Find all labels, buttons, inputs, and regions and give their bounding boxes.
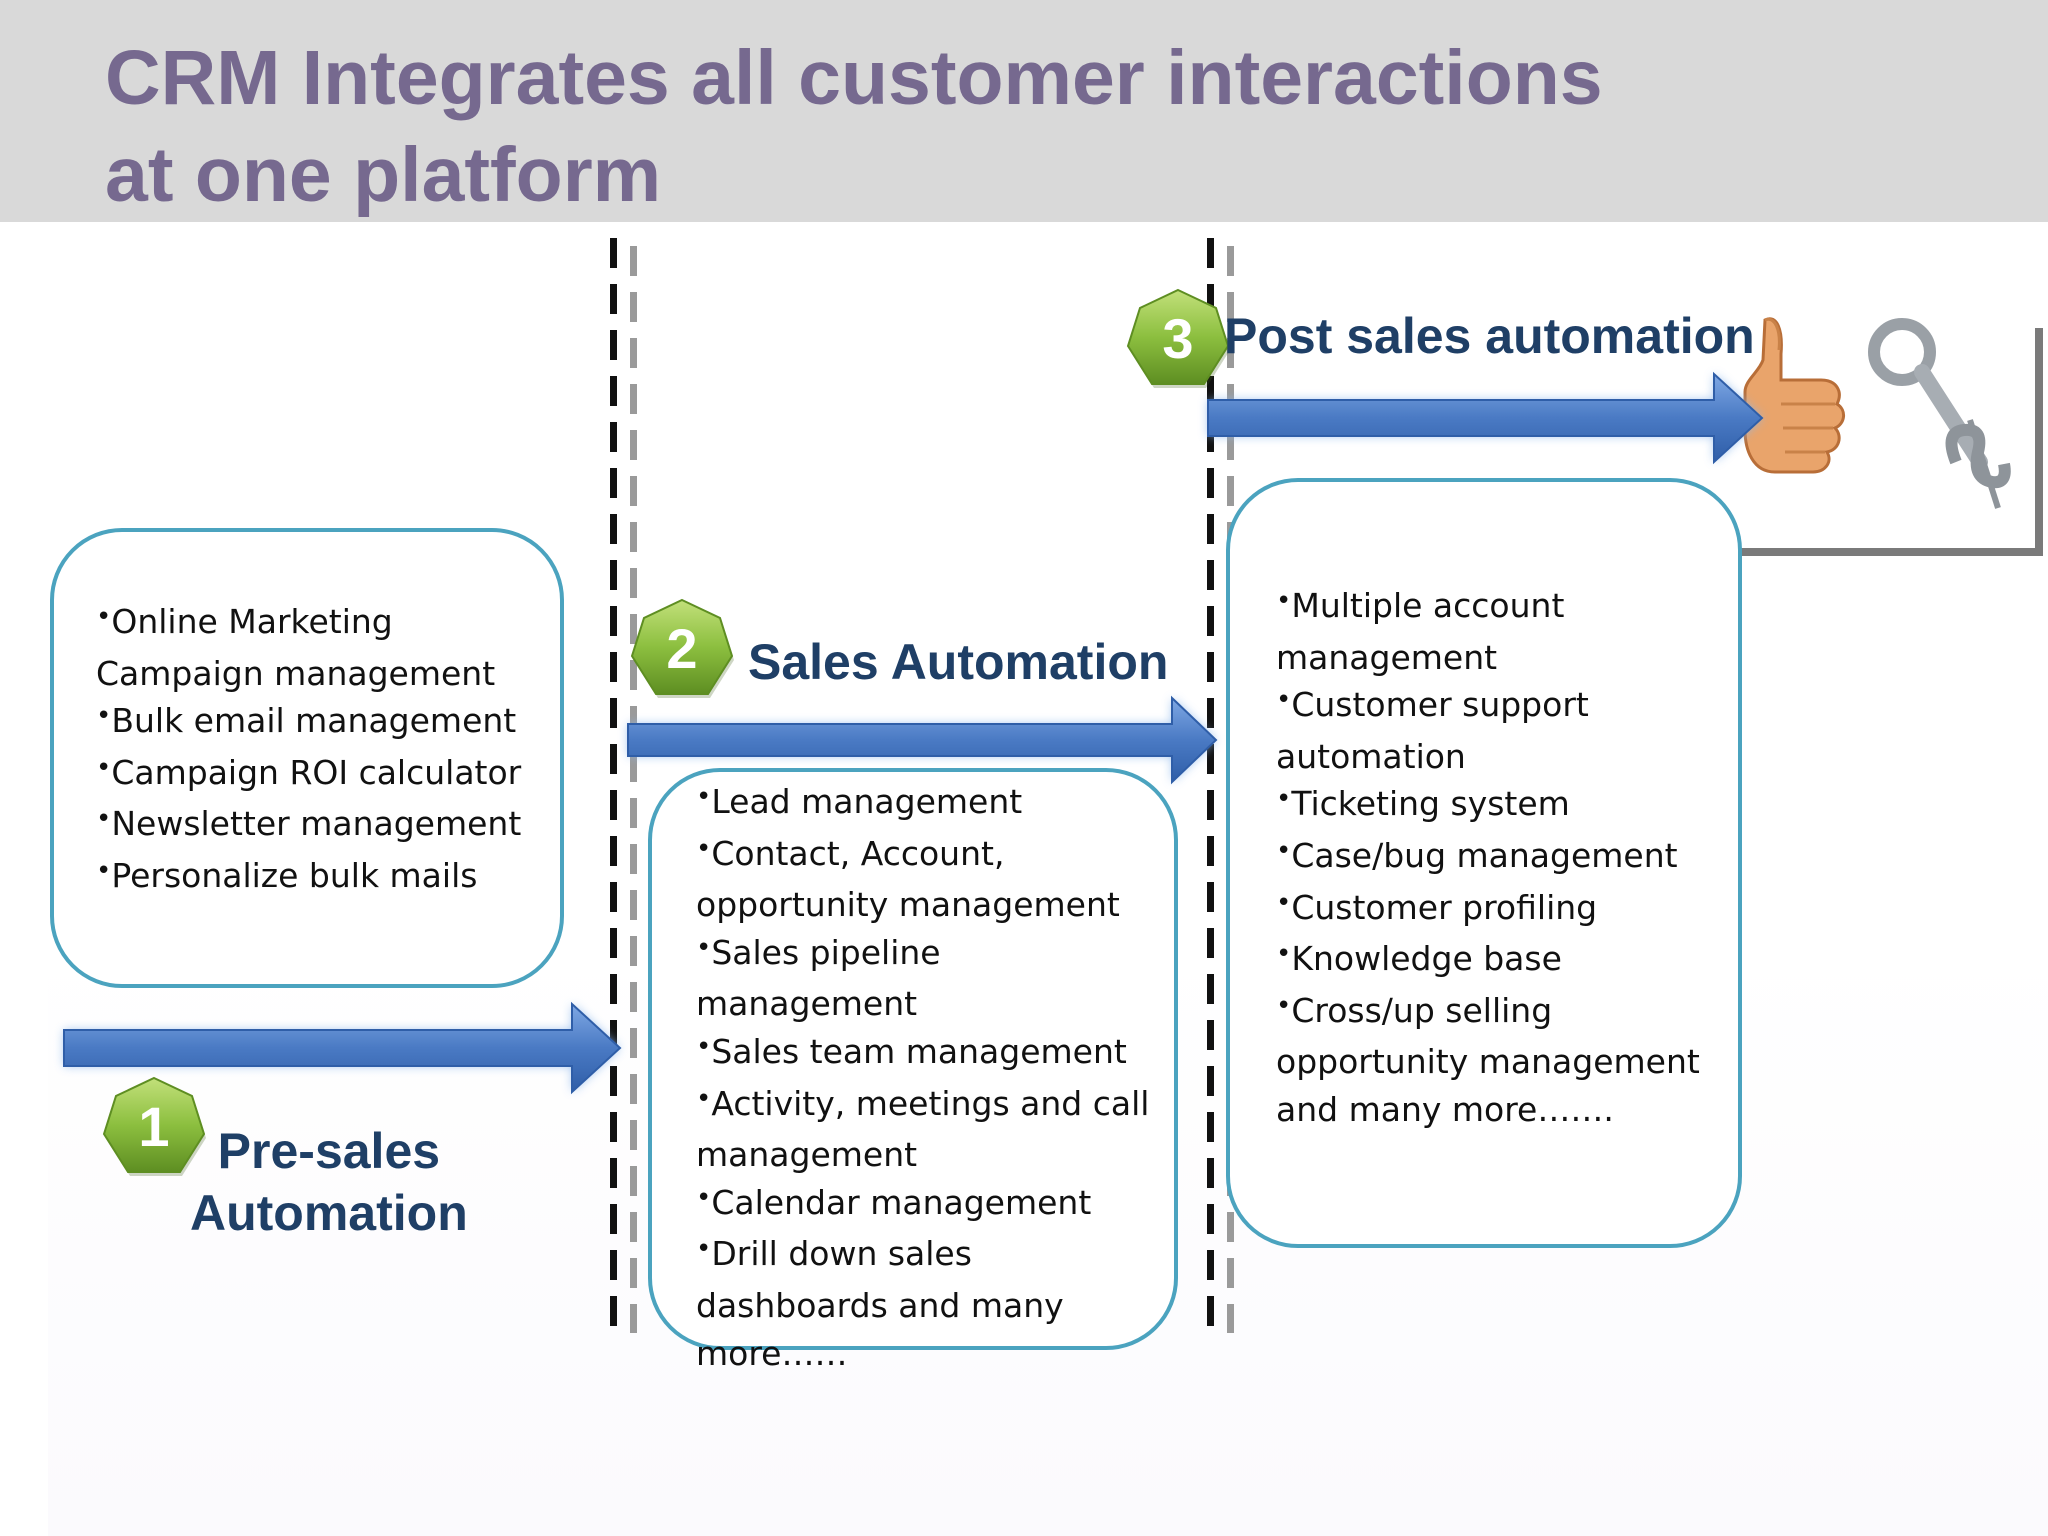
post-sales-feature-box: Multiple account management Customer sup…: [1226, 478, 1742, 1248]
list-item: Drill down sales dashboards and many mor…: [696, 1230, 1166, 1377]
divider-dash-dark: [610, 238, 617, 1333]
page-title-line-2: at one platform: [105, 132, 662, 218]
picture-frame: [1740, 328, 2043, 556]
dollar-key-icon: [1868, 318, 2011, 509]
list-item: Ticketing system: [1276, 780, 1716, 832]
list-item: Customer profiling: [1276, 884, 1716, 936]
list-item: Multiple account management: [1276, 582, 1716, 681]
list-item: Knowledge base: [1276, 935, 1716, 987]
list-item: Activity, meetings and call management: [696, 1080, 1166, 1179]
pre-sales-feature-box: Online Marketing Campaign management Bul…: [50, 528, 564, 988]
list-item: Sales team management: [696, 1028, 1166, 1080]
sales-flow-arrow: [627, 695, 1218, 785]
title-band: [0, 0, 2048, 222]
list-item: Sales pipeline management: [696, 929, 1166, 1028]
pre-sales-feature-list: Online Marketing Campaign management Bul…: [96, 598, 546, 904]
page-title: CRM Integrates all customer interactions…: [105, 30, 1603, 224]
pre-sales-flow-arrow: [63, 1001, 622, 1095]
list-item: Case/bug management: [1276, 832, 1716, 884]
pre-sales-label-line-1: Pre-sales: [217, 1123, 441, 1179]
stage-1-hexagon: 1: [102, 1076, 206, 1176]
list-item: Customer support automation: [1276, 681, 1716, 780]
stage-divider-1: [610, 238, 637, 1333]
stage-2-hexagon: 2: [630, 598, 734, 698]
stage-2-number: 2: [666, 617, 697, 680]
sales-feature-box: Lead management Contact, Account, opport…: [648, 768, 1178, 1373]
sales-feature-list: Lead management Contact, Account, opport…: [696, 778, 1166, 1377]
divider-dash-dark: [1207, 238, 1214, 1333]
list-item: Newsletter management: [96, 800, 546, 852]
list-item: Bulk email management: [96, 697, 546, 749]
list-item: Lead management: [696, 778, 1166, 830]
pre-sales-label-line-2: Automation: [190, 1185, 468, 1241]
post-sales-feature-list: Multiple account management Customer sup…: [1276, 582, 1716, 1134]
post-sales-automation-label: Post sales automation: [1224, 305, 1755, 367]
post-sales-flow-arrow: [1207, 371, 1764, 465]
list-item: Campaign ROI calculator: [96, 749, 546, 801]
stage-3-number: 3: [1162, 307, 1193, 370]
post-sales-label-line-1: Post sales automation: [1224, 308, 1755, 364]
list-item: Personalize bulk mails: [96, 852, 546, 904]
list-item: Cross/up selling opportunity management …: [1276, 987, 1716, 1134]
page-title-line-1: CRM Integrates all customer interactions: [105, 35, 1603, 121]
pre-sales-automation-label: Pre-sales Automation: [190, 1120, 468, 1244]
stage-3-hexagon: 3: [1126, 288, 1230, 388]
sales-label-line-1: Sales Automation: [748, 634, 1169, 690]
divider-dash-grey: [630, 246, 637, 1333]
stage-1-number: 1: [138, 1095, 169, 1158]
list-item: Contact, Account, opportunity management: [696, 830, 1166, 929]
list-item: Online Marketing Campaign management: [96, 598, 546, 697]
sales-automation-label: Sales Automation: [748, 631, 1168, 693]
list-item: Calendar management: [696, 1179, 1166, 1231]
